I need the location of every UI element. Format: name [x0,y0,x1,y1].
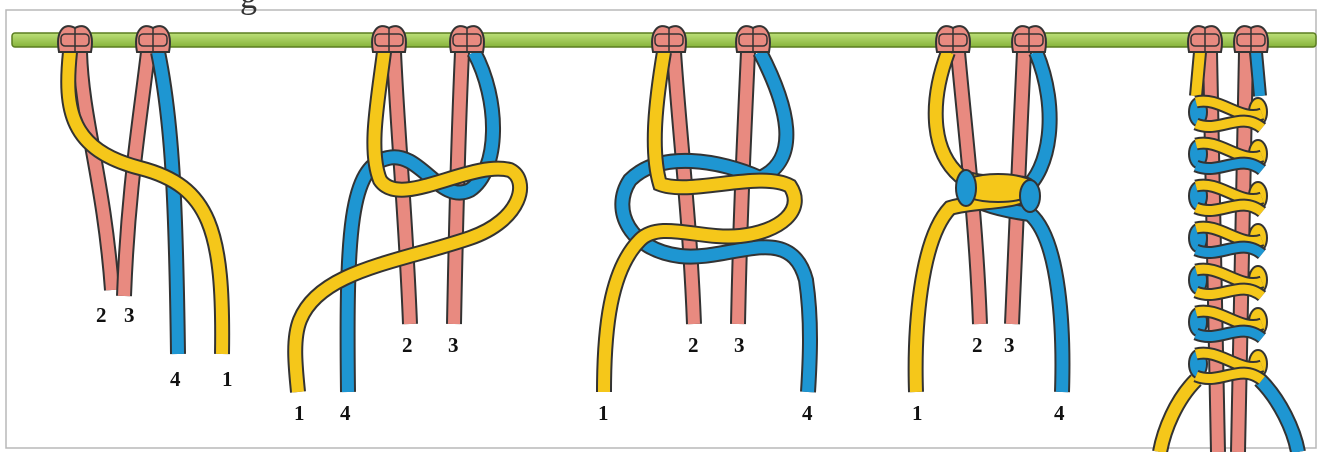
cord-1-yellow-tail [1160,380,1196,452]
step-3-label-2: 2 [688,333,699,357]
step-1-label-1: 1 [222,367,233,391]
step-2-group: 2 3 1 4 [294,52,520,425]
step-2-label-2: 2 [402,333,413,357]
sinnet-square-knot [1189,224,1267,254]
step-4-label-2: 2 [972,333,983,357]
step-3-group: 2 3 1 4 [598,52,813,425]
step-4-group: 2 3 1 4 [912,52,1065,425]
step-3-label-3: 3 [734,333,745,357]
step-2-label-4: 4 [340,401,351,425]
step-3-label-4: 4 [802,401,813,425]
sinnet-square-knot [1189,182,1267,212]
partial-heading-text: g [240,0,257,16]
lark-head-knot [652,26,686,52]
cord-4-blue-tail [1260,380,1298,452]
yellow-top-lead [1196,52,1200,96]
step-2-label-3: 3 [448,333,459,357]
step-4-label-1: 1 [912,401,923,425]
step-3-label-1: 1 [598,401,609,425]
sinnet-square-knot [1189,266,1267,296]
cord-4-blue [158,52,178,354]
step-2-label-1: 1 [294,401,305,425]
lark-head-knot [372,26,406,52]
cord-2-pink [80,52,112,290]
lark-head-knot [1234,26,1268,52]
sinnet-knot-column [1189,98,1267,380]
step-1-label-2: 2 [96,303,107,327]
blue-top-lead [1256,52,1260,96]
step-1-label-4: 4 [170,367,181,391]
sinnet-square-knot [1189,350,1267,380]
sinnet-square-knot [1189,140,1267,170]
sinnet-square-knot [1189,98,1267,128]
step-4-label-4: 4 [1054,401,1065,425]
sinnet-square-knot [1189,308,1267,338]
step-1-label-3: 3 [124,303,135,327]
lark-head-knot [58,26,92,52]
lark-head-knot [1188,26,1222,52]
lark-head-knot [936,26,970,52]
step-1-group: 2 3 4 1 [68,52,232,391]
lark-head-knot [450,26,484,52]
step-5-group [1160,52,1298,452]
step-4-label-3: 3 [1004,333,1015,357]
lark-head-knot [136,26,170,52]
lark-head-knot [1012,26,1046,52]
lark-head-knot [736,26,770,52]
